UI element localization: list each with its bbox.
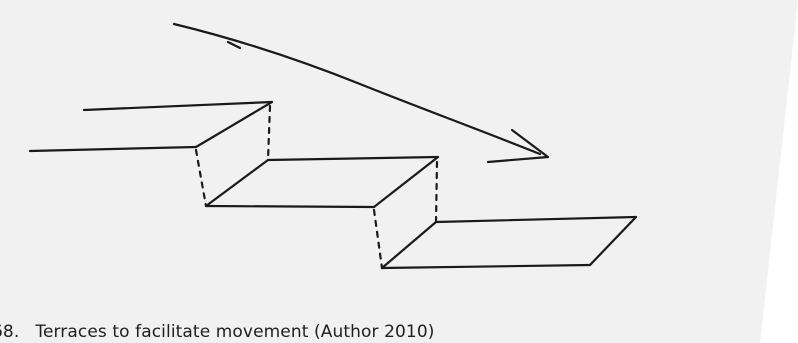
middle-terrace: [206, 157, 438, 207]
lower-terrace-back-edge: [436, 217, 636, 222]
upper-riser-left: [196, 150, 206, 206]
middle-terrace-left-edge: [206, 160, 268, 206]
lower-terrace-front-edge: [382, 265, 590, 268]
middle-terrace-back-edge: [268, 157, 438, 160]
figure-number: 68.: [0, 322, 19, 342]
upper-terrace-front-edge: [30, 147, 196, 151]
middle-terrace-right-edge: [374, 157, 438, 207]
lower-terrace-right-edge: [590, 217, 636, 265]
upper-terrace: [30, 102, 272, 151]
upper-riser-right: [268, 106, 270, 160]
upper-terrace-side-edge: [196, 102, 272, 147]
upper-terrace-back-edge: [84, 102, 272, 110]
figure-caption-text: Terraces to facilitate movement (Author …: [35, 322, 434, 342]
lower-riser-left: [374, 210, 382, 268]
middle-terrace-front-edge: [206, 206, 374, 207]
figure-caption: 68. Terraces to facilitate movement (Auth…: [0, 322, 434, 342]
arrow-shaft-kink: [228, 42, 240, 48]
lower-riser-right: [436, 162, 437, 222]
lower-terrace-left-edge: [382, 222, 436, 268]
movement-arrow: [174, 24, 548, 162]
lower-terrace: [382, 217, 636, 268]
